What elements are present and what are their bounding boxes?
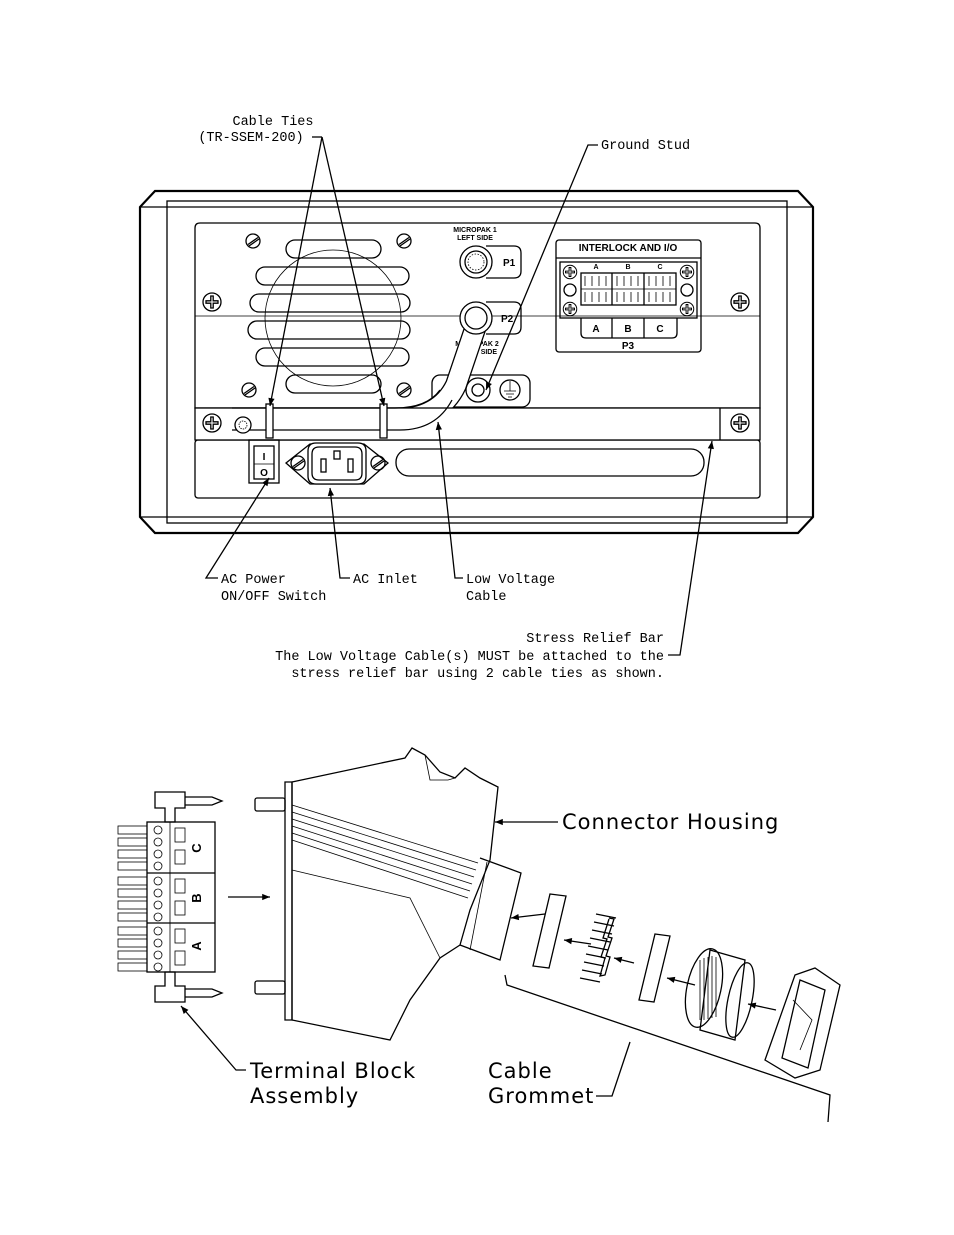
p3-label: P3 xyxy=(622,341,635,352)
stress-relief-bar xyxy=(194,407,761,441)
terminal-block-assembly-label: Assembly xyxy=(250,1084,359,1108)
block-letter-a: A xyxy=(189,941,204,951)
slotted-screw-icon xyxy=(396,382,412,398)
slotted-screw-icon xyxy=(241,382,257,398)
slotted-screw-icon xyxy=(370,455,386,471)
grommet-cap xyxy=(764,967,841,1079)
p2-label: P2 xyxy=(501,314,514,325)
micropak1-label: MICROPAK 1 xyxy=(453,227,497,234)
stress-relief-label: Stress Relief Bar xyxy=(526,632,664,647)
cable-tie xyxy=(265,403,274,439)
grommet-washer xyxy=(532,893,567,969)
grommet-spring xyxy=(599,917,615,977)
p3-top-a: A xyxy=(593,264,598,271)
cable-end-icon xyxy=(234,416,252,434)
terminal-block-label: Terminal Block xyxy=(249,1059,416,1083)
p3-top-b: B xyxy=(625,264,630,271)
block-letter-c: C xyxy=(189,843,204,853)
phillips-screw-icon xyxy=(730,292,750,312)
connector-housing-label: Connector Housing xyxy=(562,810,779,834)
terminal-block: C B A xyxy=(117,791,224,1003)
ac-power-label: AC Power xyxy=(221,573,286,588)
p3-col-c: C xyxy=(656,324,663,335)
power-switch: I O xyxy=(248,439,280,484)
low-voltage-cable-label: Cable xyxy=(466,590,507,605)
switch-off-label: O xyxy=(260,468,268,479)
p3-top-c: C xyxy=(657,264,662,271)
micropak1-side-label: LEFT SIDE xyxy=(457,235,493,242)
ac-power-switch-label: ON/OFF Switch xyxy=(221,590,326,605)
ground-stud-label: Ground Stud xyxy=(601,139,690,154)
ac-inlet xyxy=(284,442,390,485)
ac-inlet-label: AC Inlet xyxy=(353,573,418,588)
phillips-screw-icon xyxy=(202,292,222,312)
fan-grille xyxy=(241,233,412,398)
stress-relief-note-2: stress relief bar using 2 cable ties as … xyxy=(291,667,664,682)
cable-grommet-parts xyxy=(504,893,841,1123)
cable-ties-part-label: (TR-SSEM-200) xyxy=(198,131,303,146)
block-letter-b: B xyxy=(189,893,204,902)
cable-tie xyxy=(379,403,388,439)
slotted-screw-icon xyxy=(290,455,306,471)
slotted-screw-icon xyxy=(396,233,412,249)
cable-grommet-grommet-label: Grommet xyxy=(488,1084,594,1108)
ground-symbol-icon xyxy=(499,379,521,401)
rear-panel: MICROPAK 1 LEFT SIDE P1 P2 MICROPAK 2 RI… xyxy=(138,115,815,682)
cable-grommet-label: Cable xyxy=(488,1059,553,1083)
p1-label: P1 xyxy=(503,258,516,269)
p3-col-b: B xyxy=(624,324,631,335)
p1-connector: MICROPAK 1 LEFT SIDE P1 xyxy=(453,227,522,279)
connector-assembly: C B A xyxy=(117,747,841,1123)
switch-on-label: I xyxy=(263,452,266,463)
lower-slot xyxy=(395,448,705,477)
low-voltage-label: Low Voltage xyxy=(466,573,555,588)
stress-relief-note-1: The Low Voltage Cable(s) MUST be attache… xyxy=(275,650,664,665)
interlock-io-block: INTERLOCK AND I/O A B C A B xyxy=(555,239,702,353)
chassis-outline xyxy=(138,189,815,535)
p3-col-a: A xyxy=(592,324,599,335)
slotted-screw-icon xyxy=(245,233,261,249)
grommet-seal xyxy=(638,933,671,1003)
connector-housing xyxy=(254,747,522,1041)
grommet-nut xyxy=(684,948,755,1041)
interlock-title: INTERLOCK AND I/O xyxy=(579,243,678,254)
cable-ties-label: Cable Ties xyxy=(232,115,313,130)
